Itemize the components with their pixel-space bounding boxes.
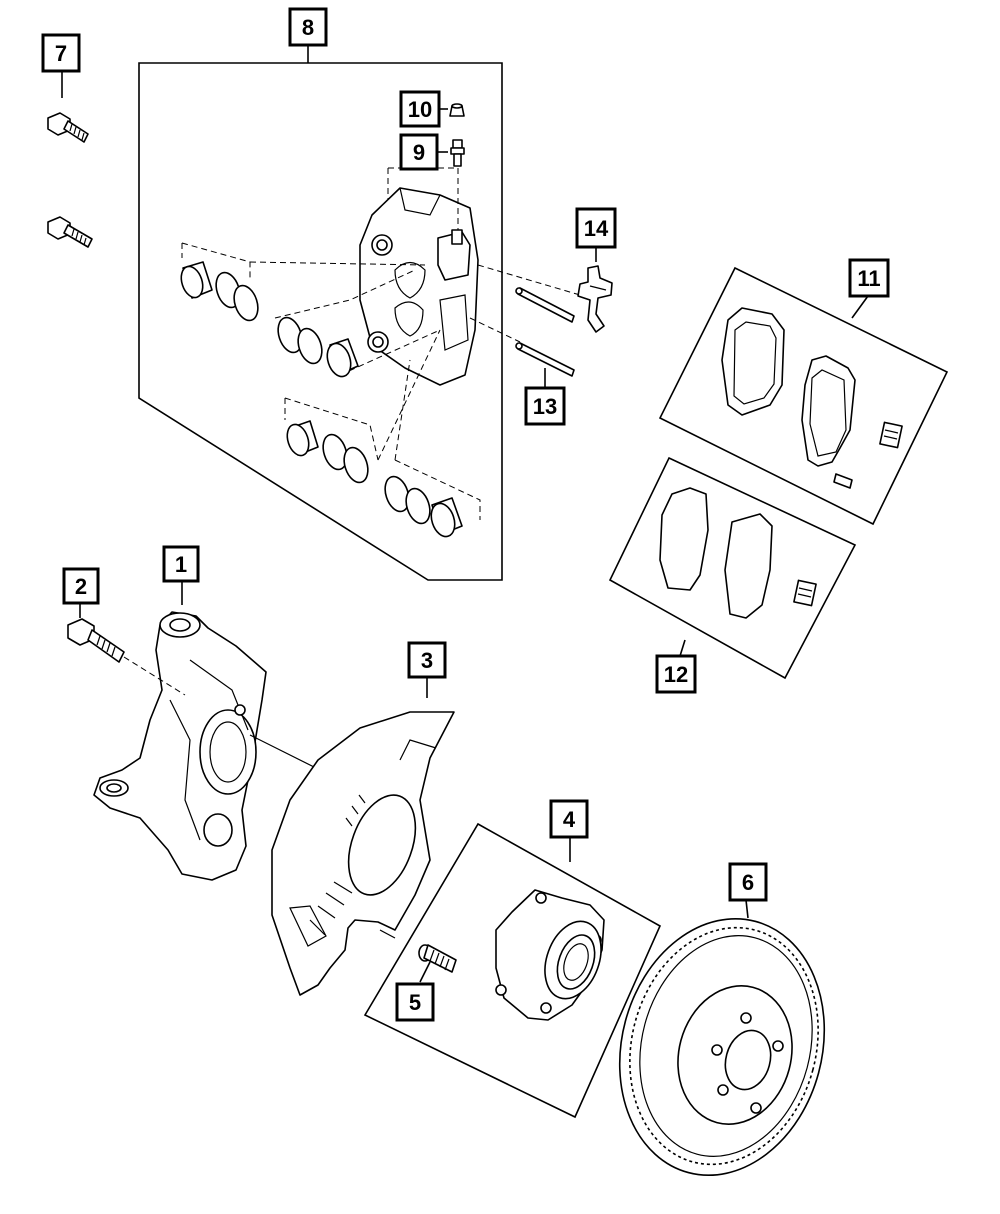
callout-8: 8 [288, 7, 328, 47]
bolt-upper [47, 112, 89, 143]
callout-9: 9 [399, 133, 439, 171]
callout-10-label: 10 [408, 97, 432, 122]
brake-pad-outer [801, 355, 856, 467]
pad-kit-frame-11 [658, 266, 949, 526]
pad-clip-12 [793, 579, 817, 607]
callout-2: 2 [62, 567, 100, 605]
guide-pin-lower [515, 342, 575, 377]
pad-kit-frame-12 [608, 456, 857, 680]
callout-1: 1 [162, 545, 200, 583]
callout-1-label: 1 [175, 552, 187, 577]
callout-6: 6 [728, 862, 768, 902]
bleeder-cap [449, 103, 465, 117]
callout-7-label: 7 [55, 41, 67, 66]
piston-lower-left [286, 420, 319, 457]
callout-11-label: 11 [857, 266, 880, 291]
brake-pad-inner-12 [659, 487, 709, 591]
callout-7: 7 [41, 33, 81, 73]
anti-rattle-clip [577, 265, 613, 333]
callout-6-label: 6 [742, 870, 754, 895]
piston-middle [326, 338, 359, 378]
callout-2-label: 2 [75, 574, 87, 599]
callout-5-label: 5 [409, 990, 421, 1015]
callout-9-label: 9 [413, 140, 425, 165]
callout-5: 5 [395, 982, 435, 1022]
callout-12: 12 [655, 654, 697, 694]
piston-lower-right [430, 497, 463, 538]
callout-4: 4 [549, 799, 589, 839]
callout-3-label: 3 [421, 648, 433, 673]
leader-lines [61, 45, 869, 983]
callout-10: 10 [399, 90, 441, 128]
callout-12-label: 12 [664, 662, 688, 687]
bleeder-screw [450, 139, 465, 167]
seal-ring [405, 487, 431, 525]
callout-4-label: 4 [563, 807, 576, 832]
callout-3: 3 [407, 641, 447, 679]
hub-kit-frame [363, 822, 662, 1119]
knuckle-bolt [67, 618, 125, 663]
seal-ring [384, 475, 410, 513]
callout-14-label: 14 [584, 216, 609, 241]
seal-ring [322, 433, 348, 471]
wheel-hub-bearing [495, 889, 605, 1021]
seal-ring [343, 446, 369, 484]
callout-8-label: 8 [302, 15, 314, 40]
seal-ring [297, 327, 323, 365]
callout-11: 11 [848, 258, 890, 298]
steering-knuckle [93, 611, 267, 881]
callout-13-label: 13 [533, 394, 557, 419]
pad-clip-11 [879, 421, 903, 449]
wear-indicator [833, 473, 853, 489]
caliper-housing [359, 187, 479, 386]
dust-shield [271, 711, 455, 996]
callout-13: 13 [524, 386, 566, 426]
callout-14: 14 [575, 207, 617, 249]
brake-pad-inner [721, 307, 785, 416]
brake-rotor [618, 917, 826, 1177]
wheel-stud [418, 944, 457, 973]
brake-pad-outer-12 [724, 513, 773, 619]
bolt-lower [47, 216, 93, 248]
piston-upper-left [180, 261, 213, 299]
guide-pin-upper [515, 287, 575, 323]
seal-ring [233, 284, 259, 322]
caliper-kit-frame [138, 62, 503, 581]
knuckle-bolt-axis [123, 656, 186, 696]
